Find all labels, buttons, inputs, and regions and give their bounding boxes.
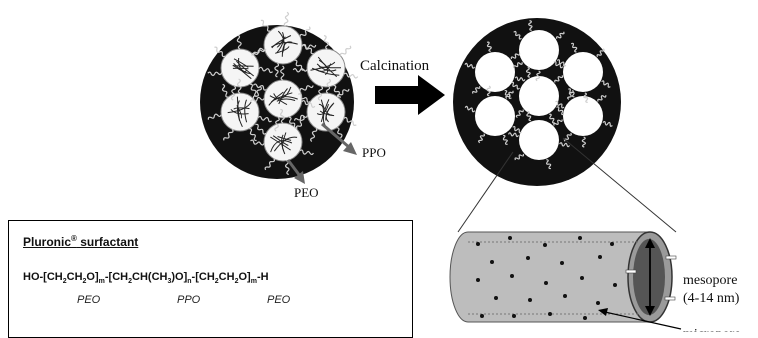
mesopore-channel	[519, 76, 559, 116]
micropore-label: micropore	[683, 327, 741, 332]
mesopore-channel	[475, 52, 515, 92]
segment-label-peo-1: PEO	[77, 294, 100, 306]
mesopore-label: mesopore	[683, 273, 737, 288]
micropore-dot	[508, 236, 512, 240]
calcined-porous-particle	[453, 18, 621, 186]
cylindrical-mesopore-zoom	[450, 232, 676, 322]
micropore-dot	[563, 294, 567, 298]
surfactant-micelle	[307, 49, 345, 87]
peo-label: PEO	[294, 185, 319, 200]
micropore-dot	[480, 314, 484, 318]
micropore-dot	[610, 242, 614, 246]
mesopore-channel	[563, 96, 603, 136]
micropore-dot	[583, 316, 587, 320]
surfactant-title: Pluronic® surfactant	[23, 234, 138, 249]
micropore-dot	[528, 298, 532, 302]
mesopore-size-label: (4-14 nm)	[683, 291, 740, 306]
mesopore-channel	[519, 30, 559, 70]
calcination-label: Calcination	[360, 58, 430, 74]
mesopore-channel	[475, 96, 515, 136]
micropore-dot	[596, 301, 600, 305]
polymer-chain	[284, 12, 288, 26]
surfactant-micelle	[307, 93, 345, 131]
micropore-dot	[560, 261, 564, 265]
segment-label-ppo: PPO	[177, 294, 200, 306]
micelle-template-particle	[200, 12, 358, 179]
polymer-chain	[341, 46, 351, 56]
micropore-dot	[494, 296, 498, 300]
surfactant-info-box: Pluronic® surfactant HO-[CH2CH2O]m-[CH2C…	[8, 220, 413, 338]
micropore-dot	[510, 274, 514, 278]
micropore-dot	[544, 281, 548, 285]
micropore-dot	[613, 283, 617, 287]
zoom-line-right	[563, 138, 676, 232]
micropore-dot	[476, 278, 480, 282]
micropore-dot	[598, 255, 602, 259]
micropore-dot	[548, 312, 552, 316]
micropore-dot	[526, 256, 530, 260]
ppo-label: PPO	[362, 145, 386, 160]
micropore-dot	[490, 260, 494, 264]
micropore-dot	[543, 243, 547, 247]
surfactant-micelle	[264, 26, 302, 64]
mesopore-channel	[563, 52, 603, 92]
micropore-dot	[580, 276, 584, 280]
segment-label-peo-2: PEO	[267, 294, 290, 306]
mesopore-channel	[519, 120, 559, 160]
pluronic-formula: HO-[CH2CH2O]m-[CH2CH(CH3)O]n-[CH2CH2O]m-…	[23, 271, 269, 285]
micropore-dot	[476, 242, 480, 246]
surfactant-micelle	[264, 80, 302, 118]
calcination-arrow	[375, 75, 445, 115]
micropore-dot	[578, 236, 582, 240]
micropore-dot	[512, 314, 516, 318]
